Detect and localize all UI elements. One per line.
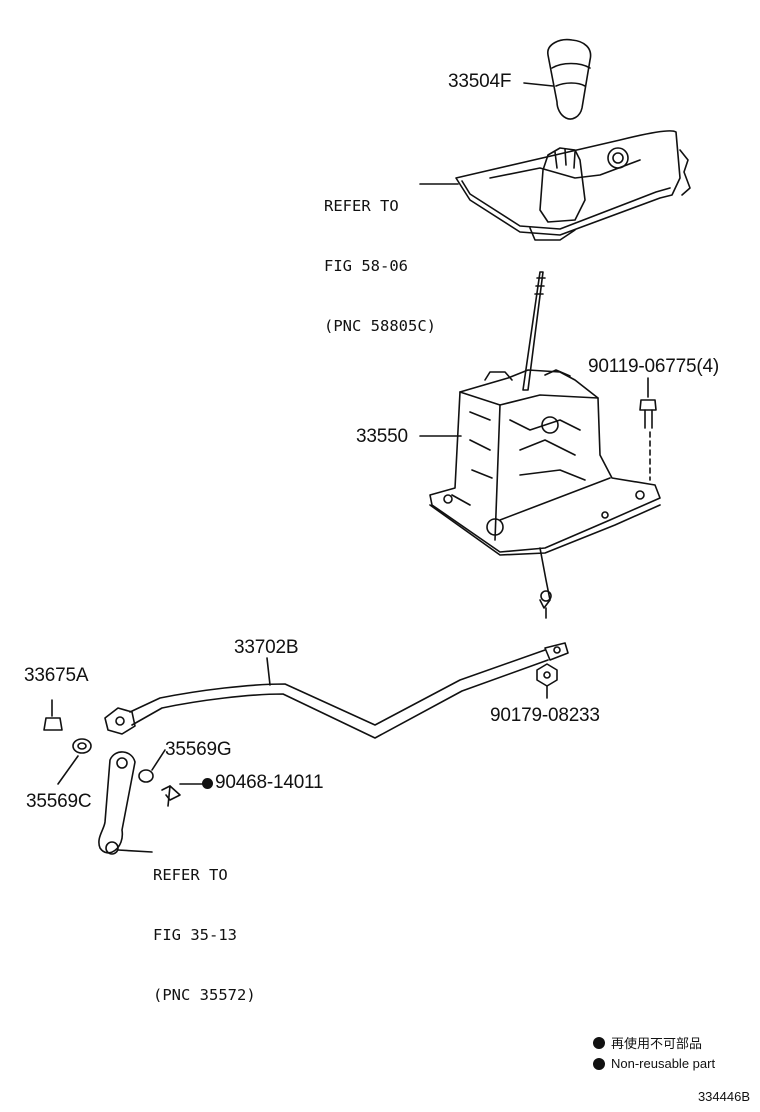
legend-dot-icon: [593, 1036, 605, 1049]
label-bolt[interactable]: 90119-06775(4): [588, 356, 720, 377]
refer-bottom-line3: (PNC 35572): [153, 986, 256, 1004]
label-cable[interactable]: 33702B: [234, 637, 299, 658]
label-clip-text: 90468-14011: [215, 772, 324, 793]
refer-top[interactable]: REFER TO FIG 58-06 (PNC 58805C): [324, 156, 436, 356]
refer-top-line2: FIG 58-06: [324, 257, 408, 275]
bolt-drawing: [639, 377, 657, 481]
shift-lever-assembly-drawing: [419, 271, 661, 619]
refer-top-line1: REFER TO: [324, 197, 399, 215]
label-nut[interactable]: 90179-08233: [490, 705, 600, 726]
non-reusable-marker-icon: [202, 778, 213, 789]
refer-bottom-line1: REFER TO: [153, 866, 228, 884]
retainer-c-drawing: [57, 738, 92, 785]
legend-dot-icon: [593, 1057, 605, 1070]
label-shift-lever-assy[interactable]: 33550: [356, 426, 408, 447]
clip-drawing: [161, 783, 203, 807]
figure-code: 334446B: [697, 1089, 750, 1104]
nut-drawing: [536, 663, 558, 699]
label-clip[interactable]: 90468-14011: [202, 772, 324, 793]
refer-bottom[interactable]: REFER TO FIG 35-13 (PNC 35572): [153, 825, 256, 1025]
cable-drawing: [104, 642, 569, 739]
legend-en: Non-reusable part: [611, 1056, 716, 1071]
refer-bottom-line2: FIG 35-13: [153, 926, 237, 944]
shift-knob-drawing: [523, 38, 592, 120]
console-panel-drawing: [419, 130, 691, 241]
label-retainer-g[interactable]: 35569G: [165, 739, 232, 760]
refer-top-line3: (PNC 58805C): [324, 317, 436, 335]
bushing-drawing: [43, 699, 63, 731]
label-bushing[interactable]: 33675A: [24, 665, 89, 686]
legend: 再使用不可部品 Non-reusable part: [593, 1032, 715, 1074]
retainer-g-drawing: [138, 749, 166, 783]
label-knob[interactable]: 33504F: [448, 71, 512, 92]
shift-link-drawing: [98, 751, 153, 855]
label-retainer-c[interactable]: 35569C: [26, 791, 92, 812]
legend-jp: 再使用不可部品: [611, 1036, 703, 1051]
